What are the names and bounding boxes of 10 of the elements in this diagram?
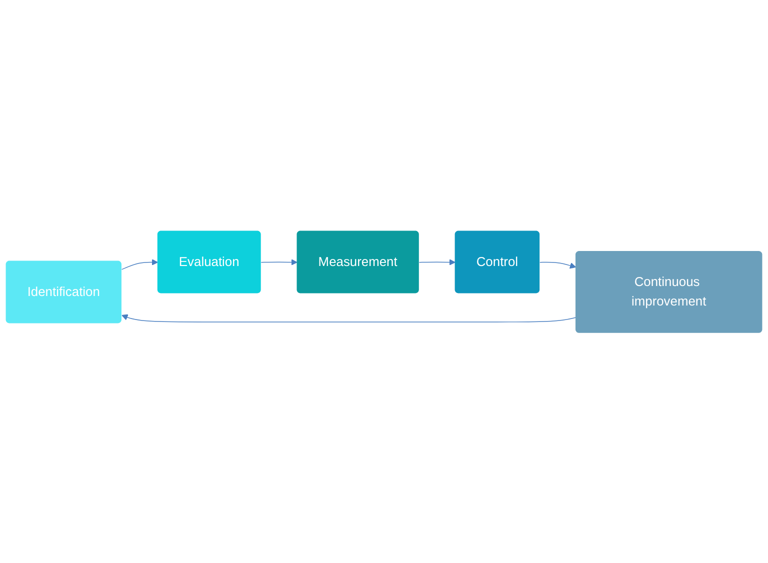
arrow xyxy=(260,258,298,266)
arrow xyxy=(121,258,158,270)
node-box: Control xyxy=(454,230,540,293)
arrow xyxy=(418,258,456,266)
node-box: Evaluation xyxy=(157,230,261,293)
node-box: Identification xyxy=(6,260,122,323)
node-box: Continuous improvement xyxy=(575,250,762,333)
arrow xyxy=(122,314,576,322)
arrow xyxy=(540,262,576,268)
node-box: Measurement xyxy=(296,230,419,293)
